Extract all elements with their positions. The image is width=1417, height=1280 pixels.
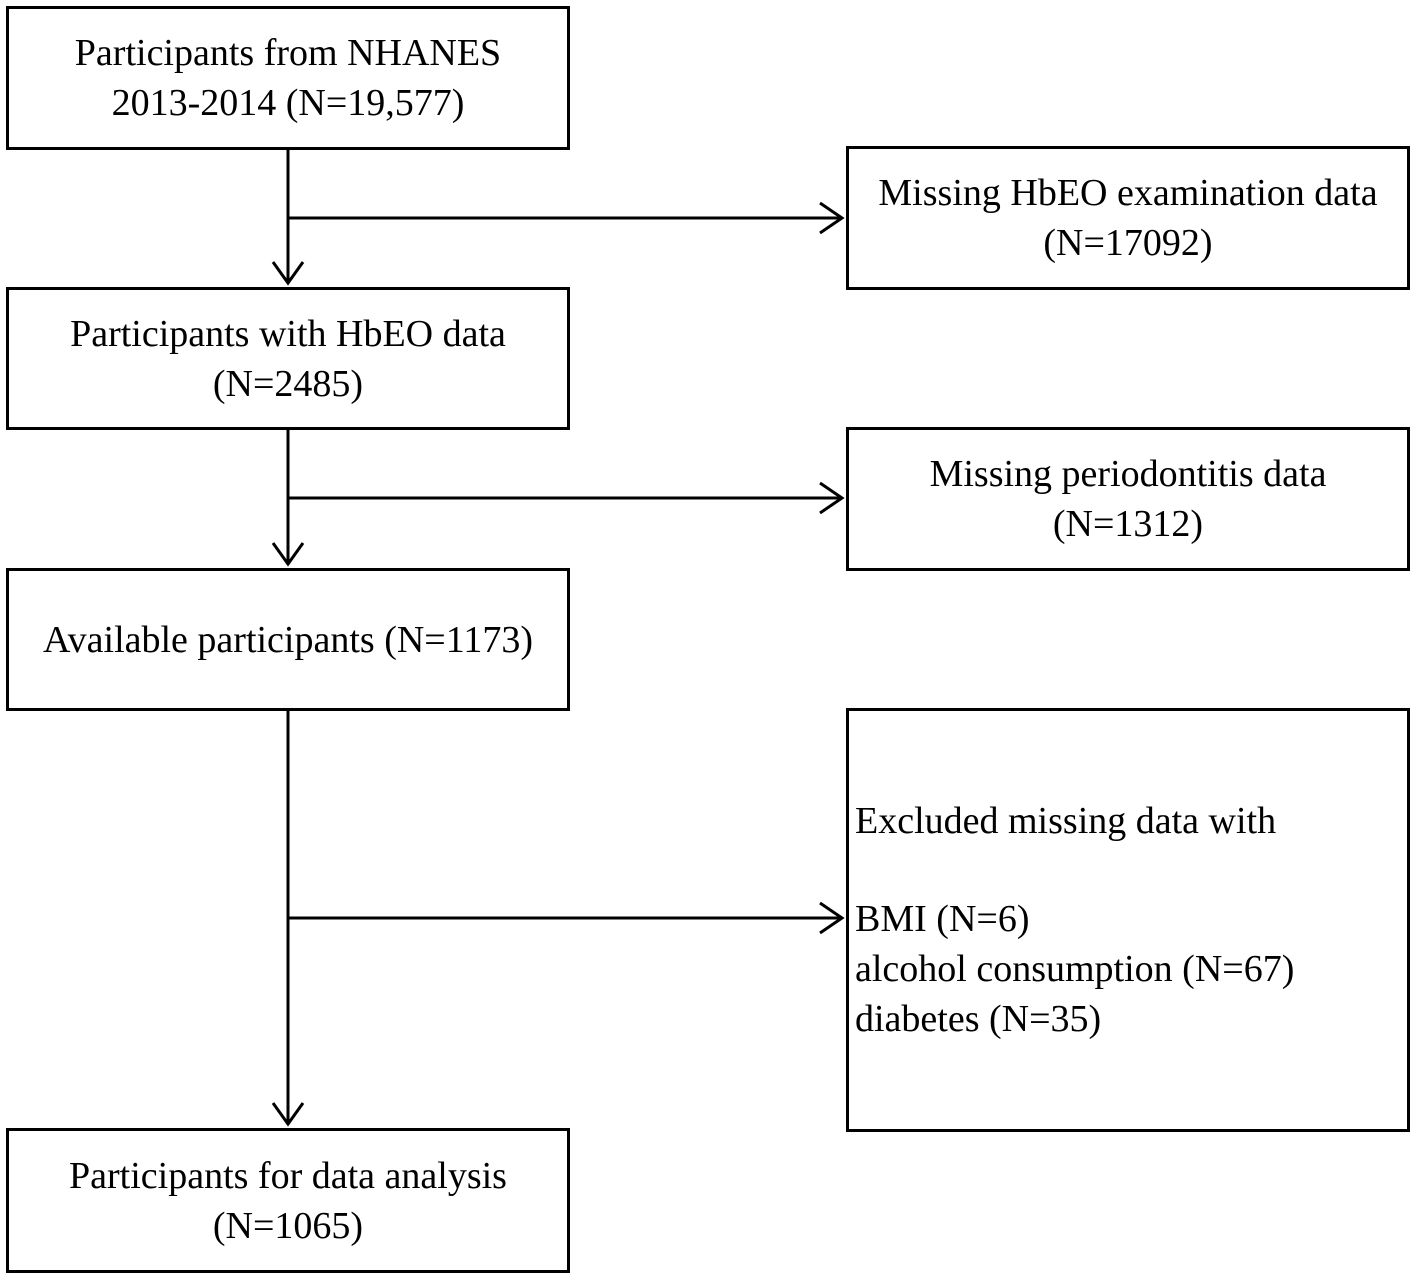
start-population-line2: 2013-2014 (N=19,577) [111,82,465,124]
hbeo-participants-line1: Participants with HbEO data [70,312,506,355]
hbeo-participants-line2: (N=2485) [212,362,364,405]
arrowhead-to-covariates-missing [819,901,845,935]
covariates-missing-box: Excluded missing data with BMI (N=6) alc… [846,708,1410,1132]
available-participants-line1: Available participants (N=1173) [43,618,533,661]
arrowhead-to-hbeo-missing [819,201,845,235]
arrowhead-hbeo-to-available [271,542,305,567]
hbeo-missing-line1: Missing HbEO examination data [878,172,1378,214]
covariates-missing-item: alcohol consumption (N=67) [855,948,1295,990]
periodontitis-missing-line2: (N=1312) [1052,503,1204,545]
periodontitis-missing-line1: Missing periodontitis data [929,453,1327,495]
start-population-line1: Participants from NHANES [74,32,502,74]
covariates-missing-item: BMI (N=6) [855,898,1030,940]
hbeo-missing-line2: (N=17092) [1043,222,1213,264]
covariates-missing-heading: Excluded missing data with [855,800,1277,842]
periodontitis-missing-box: Missing periodontitis data (N=1312) [846,427,1410,571]
hbeo-participants-box: Participants with HbEO data (N=2485) [6,287,570,430]
arrowhead-available-to-final [271,1102,305,1127]
arrowhead-start-to-hbeo [271,261,305,286]
start-population-box: Participants from NHANES 2013-2014 (N=19… [6,6,570,150]
arrowhead-to-periodontitis-missing [819,481,845,515]
covariates-missing-item: diabetes (N=35) [855,998,1102,1040]
hbeo-missing-box: Missing HbEO examination data (N=17092) [846,146,1410,290]
final-analysis-line2: (N=1065) [212,1204,364,1247]
final-analysis-box: Participants for data analysis (N=1065) [6,1128,570,1273]
final-analysis-line1: Participants for data analysis [69,1154,507,1197]
available-participants-box: Available participants (N=1173) [6,568,570,711]
